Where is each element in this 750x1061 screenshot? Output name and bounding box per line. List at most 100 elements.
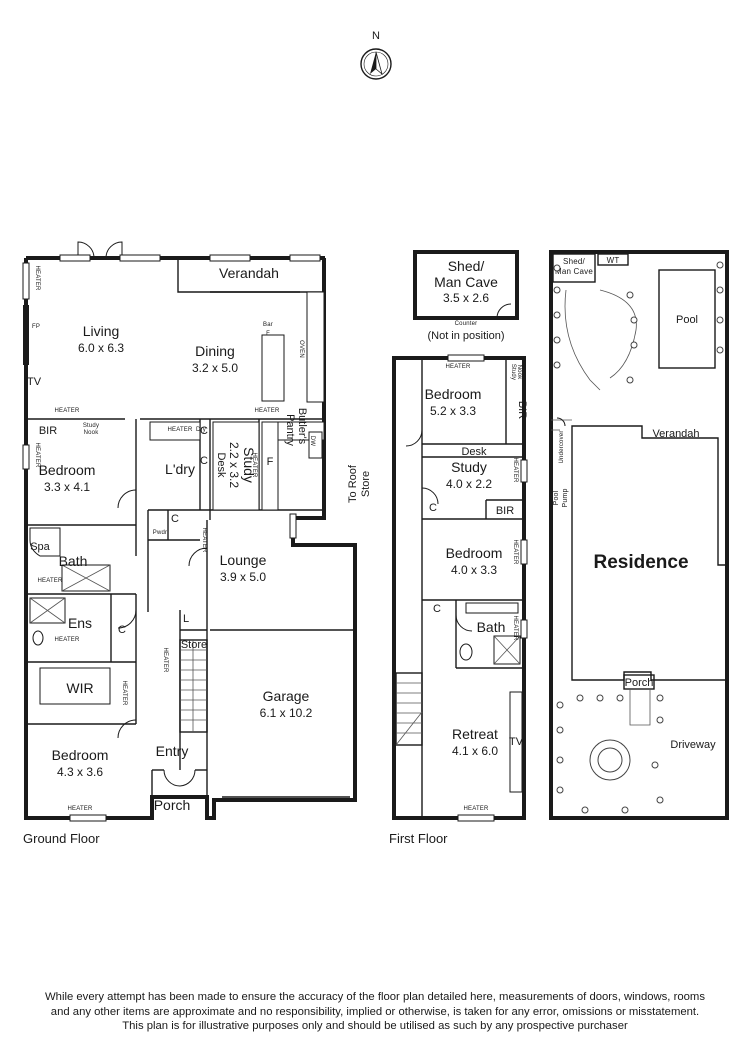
gf-fp-label: FP [32, 324, 40, 330]
gf-cupboard-label-2: C [200, 425, 208, 437]
ff-bedroom1-size: 5.2 x 3.3 [430, 404, 476, 418]
gf-heater-label-1: HEATER [54, 408, 80, 414]
first-floor-plan: Shed/ Man Cave 3.5 x 2.6 Counter (Not in… [347, 250, 528, 846]
gf-lounge-label: Lounge [220, 552, 267, 568]
gf-cupboard-label: C [171, 513, 179, 525]
compass-north-label: N [372, 30, 380, 42]
gf-heater-label-6: HEATER [67, 806, 93, 812]
ground-floor-caption: Ground Floor [23, 831, 100, 846]
ff-study-label: Study [451, 459, 487, 475]
ff-retreat-label: Retreat [452, 726, 498, 742]
gf-tv-label: TV [27, 376, 42, 388]
ff-store-label: Store [360, 471, 372, 497]
gf-entry-label: Entry [156, 743, 189, 759]
site-wt-label: WT [607, 256, 620, 265]
gf-heater-label-11: HEATER [34, 442, 40, 468]
site-plan: Shed/ Man Cave WT Pool Residence Veranda… [549, 250, 729, 820]
ff-bir-label-2: BIR [516, 401, 528, 419]
ff-tv-label: TV [509, 736, 524, 748]
first-stairs-icon [395, 672, 423, 746]
gf-heater-label-7: HEATER [251, 452, 257, 478]
gf-spa-label: Spa [30, 541, 50, 553]
ff-study-nook-label: Study [510, 364, 516, 380]
site-trees-icon [553, 261, 724, 814]
gf-cupboard-label-4: C [118, 624, 126, 636]
gf-dry-label: Dry [196, 427, 206, 433]
gf-bedroom1-label: Bedroom [39, 462, 96, 478]
gf-linen-label: L [183, 613, 189, 625]
gf-dining-label: Dining [195, 343, 235, 359]
ff-cupboard-label-2: C [433, 603, 441, 615]
gf-bedroom1-size: 3.3 x 4.1 [44, 480, 90, 494]
gf-heater-label-5: HEATER [54, 637, 80, 643]
site-verandah-label: Verandah [652, 428, 699, 440]
gf-bar-label: Bar [263, 322, 273, 328]
gf-pantry-label: Pantry [284, 414, 296, 446]
ff-study-nook-label-2: Nook [516, 365, 522, 381]
gf-porch-label: Porch [154, 797, 191, 813]
ff-shed-size: 3.5 x 2.6 [443, 291, 489, 305]
site-shed-label-2: Man Cave [555, 267, 593, 276]
gf-bir-label: BIR [39, 425, 57, 437]
gf-heater-label-2: HEATER [254, 408, 280, 414]
gf-heater-label-4: HEATER [37, 578, 63, 584]
gf-garage-size: 6.1 x 10.2 [260, 706, 313, 720]
gf-powder-label: Pwdr [153, 530, 167, 536]
ff-study-size: 4.0 x 2.2 [446, 477, 492, 491]
ff-to-roof-label: To Roof [347, 464, 359, 503]
ground-floor-plan: Living 6.0 x 6.3 Dining 3.2 x 5.0 Verand… [22, 241, 357, 846]
gf-wir-label: WIR [66, 680, 93, 696]
gf-store-label: Store [181, 639, 207, 651]
site-shed-label: Shed/ [563, 257, 585, 266]
site-driveway-label: Driveway [670, 739, 716, 751]
site-pool-pump-label-2: Pump [562, 488, 569, 507]
first-floor-caption: First Floor [389, 831, 448, 846]
gf-desk-label: Desk [215, 452, 227, 478]
gf-study-size: 2.2 x 3.2 [227, 442, 241, 488]
ff-desk-label: Desk [461, 446, 487, 458]
site-undercover-label: Undercover [559, 430, 565, 463]
site-pool-label: Pool [676, 314, 698, 326]
ff-bedroom2-size: 4.0 x 3.3 [451, 563, 497, 577]
site-residence-label: Residence [593, 552, 688, 573]
gf-heater-label-12: HEATER [201, 527, 207, 553]
gf-study-nook-label: Study [83, 423, 99, 429]
gf-cupboard-label-3: C [200, 455, 208, 467]
ff-bath-label: Bath [477, 619, 506, 635]
gf-lounge-size: 3.9 x 5.0 [220, 570, 266, 584]
gf-laundry-label: L'dry [165, 461, 195, 477]
ff-bir-label: BIR [496, 505, 514, 517]
gf-fridge-label: F [266, 331, 270, 337]
gf-ensuite-label: Ens [68, 615, 92, 631]
ff-heater-label-5: HEATER [512, 615, 518, 641]
ff-heater-label-3: HEATER [512, 457, 518, 483]
gf-dw-label: DW [309, 436, 315, 447]
gf-dining-size: 3.2 x 5.0 [192, 361, 238, 375]
site-porch-label: Porch [625, 677, 654, 689]
disclaimer: While every attempt has been made to ens… [30, 990, 720, 1034]
ff-not-in-position-label: (Not in position) [427, 330, 504, 342]
gf-study-label: Study [241, 447, 257, 483]
gf-heater-label-8: HEATER [162, 647, 168, 673]
gf-bedroom2-size: 4.3 x 3.6 [57, 765, 103, 779]
ff-bedroom2-label: Bedroom [446, 545, 503, 561]
gf-butlers-label: Butler's [296, 408, 308, 445]
ff-bedroom1-label: Bedroom [425, 386, 482, 402]
north-compass-icon: N [360, 30, 392, 80]
ff-counter-label: Counter [455, 321, 478, 327]
gf-garage-label: Garage [263, 688, 310, 704]
disclaimer-line-2: and any other items are approximate and … [50, 1005, 700, 1018]
disclaimer-line-3: This plan is for illustrative purposes o… [122, 1020, 628, 1032]
gf-study-nook-label-2: Nook [84, 430, 100, 436]
gf-heater-label-9: HEATER [121, 680, 127, 706]
gf-living-size: 6.0 x 6.3 [78, 341, 124, 355]
gf-verandah-label: Verandah [219, 265, 279, 281]
gf-living-label: Living [83, 323, 120, 339]
ff-cupboard-label: C [429, 502, 437, 514]
ff-shed-label-2: Man Cave [434, 274, 498, 290]
site-pool-pump-label: Pool [553, 490, 560, 505]
gf-heater-label-3: HEATER [167, 427, 193, 433]
ff-heater-label-1: HEATER [445, 364, 471, 370]
gf-oven-label: OVEN [298, 340, 304, 358]
gf-bath-label: Bath [59, 553, 88, 569]
